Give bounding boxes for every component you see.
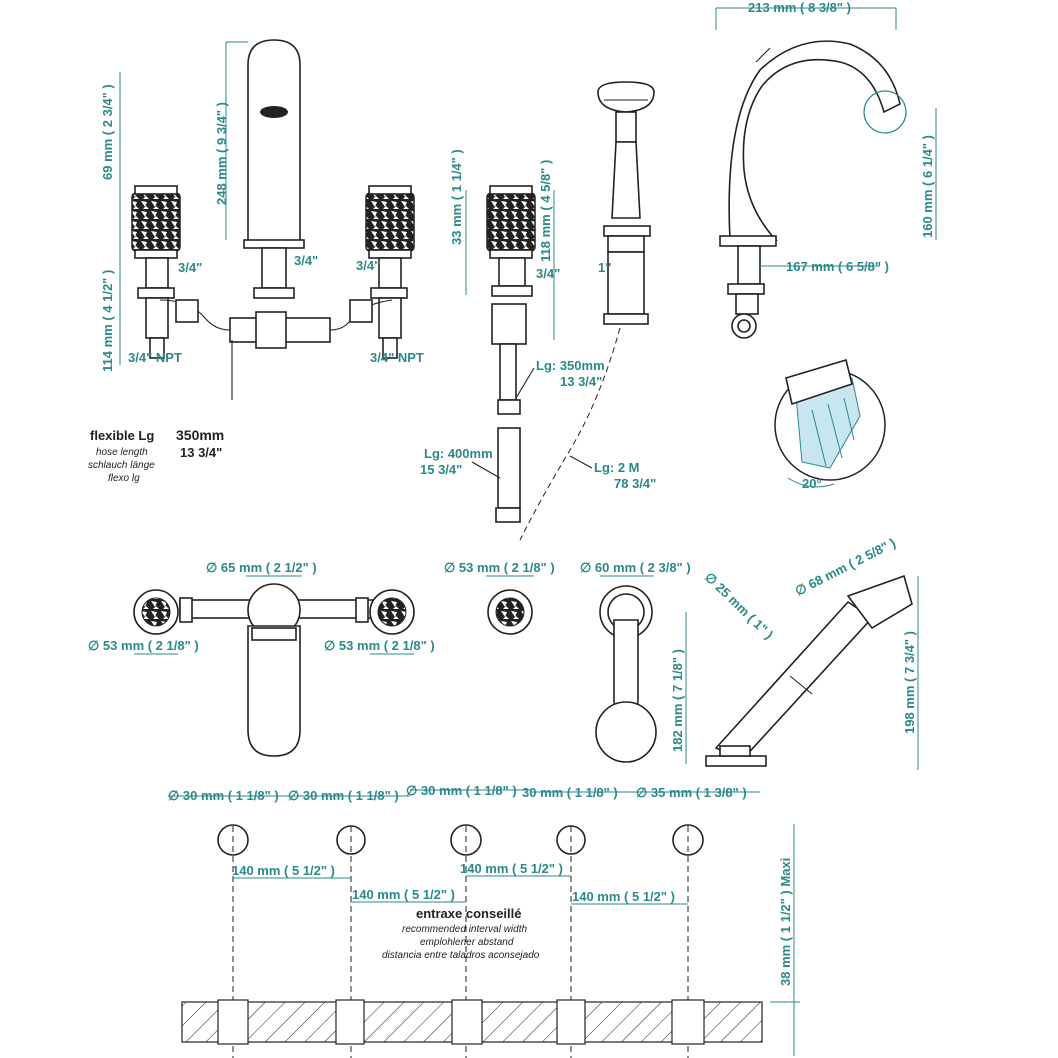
holder-thread-label: 1" <box>598 260 611 275</box>
aerator-detail: 20° <box>774 358 886 491</box>
holder-diameter-dim: ∅ 60 mm ( 2 3/8" ) <box>580 560 691 575</box>
right-handle-diameter-dim: ∅ 53 mm ( 2 1/8" ) <box>324 638 435 653</box>
shank-length-dim: 114 mm ( 4 1/2" ) <box>100 270 115 372</box>
left-handle <box>131 185 181 359</box>
hose-legend-mm: 350mm <box>176 427 224 443</box>
diverter-thread-label: 3/4" <box>536 266 560 281</box>
deck-max-thickness-dim: 38 mm ( 1 1/2" ) Maxi <box>778 858 793 986</box>
spray-angle-label: 20° <box>802 476 822 491</box>
hose-legend-title: flexible Lg <box>90 428 154 443</box>
diverter-top-view: ∅ 53 mm ( 2 1/8" ) <box>444 560 555 635</box>
connecting-pipes <box>159 299 393 400</box>
lg350-label: Lg: 350mm <box>536 358 605 373</box>
right-npt-label: 3/4" NPT <box>370 350 424 365</box>
spout-body-height-dim: 248 mm ( 9 3/4" ) <box>214 102 229 205</box>
lg350-inch-label: 13 3/4" <box>560 374 602 389</box>
spacing-4-dim: 140 mm ( 5 1/2" ) <box>572 889 675 904</box>
left-thread-label: 3/4" <box>178 260 202 275</box>
widespread-faucet-front-view: 69 mm ( 2 3/4" ) 114 mm ( 4 1/2" ) 248 m… <box>100 39 424 400</box>
spout-reach-dim: 167 mm ( 6 5/8" ) <box>786 259 889 274</box>
right-handle <box>365 185 415 359</box>
interval-line: recommended interval width <box>402 924 527 935</box>
hose-legend-line: flexo lg <box>108 473 140 484</box>
left-npt-label: 3/4" NPT <box>128 350 182 365</box>
diverter-front-view: 33 mm ( 1 1/4" ) 118 mm ( 4 5/8" ) 3/4" … <box>420 149 605 523</box>
hose-legend-line: hose length <box>96 447 148 458</box>
hose-legend-inch: 13 3/4" <box>180 445 222 460</box>
lg2m-inch-label: 78 3/4" <box>614 476 656 491</box>
interval-line: distancia entre taladros aconsejado <box>382 950 540 961</box>
spacing-2-dim: 140 mm ( 5 1/2" ) <box>352 887 455 902</box>
spout-side-view: 213 mm ( 8 3/8" ) 167 mm ( 6 5/8" ) 160 … <box>715 0 937 339</box>
right-thread-label: 3/4" <box>356 258 380 273</box>
hose-length-legend: flexible Lg 350mm 13 3/4" hose length sc… <box>88 427 224 484</box>
spout-thread-label: 3/4" <box>294 253 318 268</box>
spout-body <box>243 39 305 299</box>
diverter-handle-height-dim: 33 mm ( 1 1/4" ) <box>449 149 464 245</box>
left-handle-diameter-dim: ∅ 53 mm ( 2 1/8" ) <box>88 638 199 653</box>
hole4-diameter-dim: 30 mm ( 1 1/8" ) <box>522 785 618 800</box>
lg400-inch-label: 15 3/4" <box>420 462 462 477</box>
hole5-diameter-dim: ∅ 35 mm ( 1 3/8" ) <box>636 785 747 800</box>
hole1-diameter-dim: ∅ 30 mm ( 1 1/8" ) <box>168 788 279 803</box>
spout-height-dim: 160 mm ( 6 1/4" ) <box>920 135 935 238</box>
spacing-1-dim: 140 mm ( 5 1/2" ) <box>232 863 335 878</box>
spout-diameter-dim: ∅ 65 mm ( 2 1/2" ) <box>206 560 317 575</box>
diverter-total-height-dim: 118 mm ( 4 5/8" ) <box>538 160 553 262</box>
lg2m-label: Lg: 2 M <box>594 460 640 475</box>
hole3-diameter-dim: ∅ 30 mm ( 1 1/8" ) <box>406 783 517 798</box>
widespread-top-view: ∅ 65 mm ( 2 1/2" ) ∅ 53 mm ( 2 1/8" ) ∅ … <box>88 560 435 757</box>
handle-height-dim: 69 mm ( 2 3/4" ) <box>100 84 115 180</box>
holder-height-dim: 182 mm ( 7 1/8" ) <box>670 649 685 752</box>
hose-legend-line: schlauch länge <box>88 460 155 471</box>
holder-top-view: ∅ 60 mm ( 2 3/8" ) 182 mm ( 7 1/8" ) <box>580 560 691 764</box>
handle-diameter-dim: ∅ 25 mm ( 1" ) <box>702 569 776 642</box>
hole2-diameter-dim: ∅ 30 mm ( 1 1/8" ) <box>288 788 399 803</box>
hole-layout: ∅ 30 mm ( 1 1/8" ) ∅ 30 mm ( 1 1/8" ) ∅ … <box>168 783 800 1058</box>
spacing-3-dim: 140 mm ( 5 1/2" ) <box>460 861 563 876</box>
interval-title: entraxe conseillé <box>416 906 522 921</box>
interval-line: emplohlener abstand <box>420 937 514 948</box>
hand-shower-holder-front-view: 1" Lg: 2 M 78 3/4" <box>519 81 656 541</box>
lg400-label: Lg: 400mm <box>424 446 493 461</box>
diverter-diameter-dim: ∅ 53 mm ( 2 1/8" ) <box>444 560 555 575</box>
shower-height-dim: 198 mm ( 7 3/4" ) <box>902 631 917 734</box>
spout-width-dim: 213 mm ( 8 3/8" ) <box>748 0 851 15</box>
hand-shower-side-view: ∅ 25 mm ( 1" ) ∅ 68 mm ( 2 5/8" ) 198 mm… <box>702 535 919 770</box>
